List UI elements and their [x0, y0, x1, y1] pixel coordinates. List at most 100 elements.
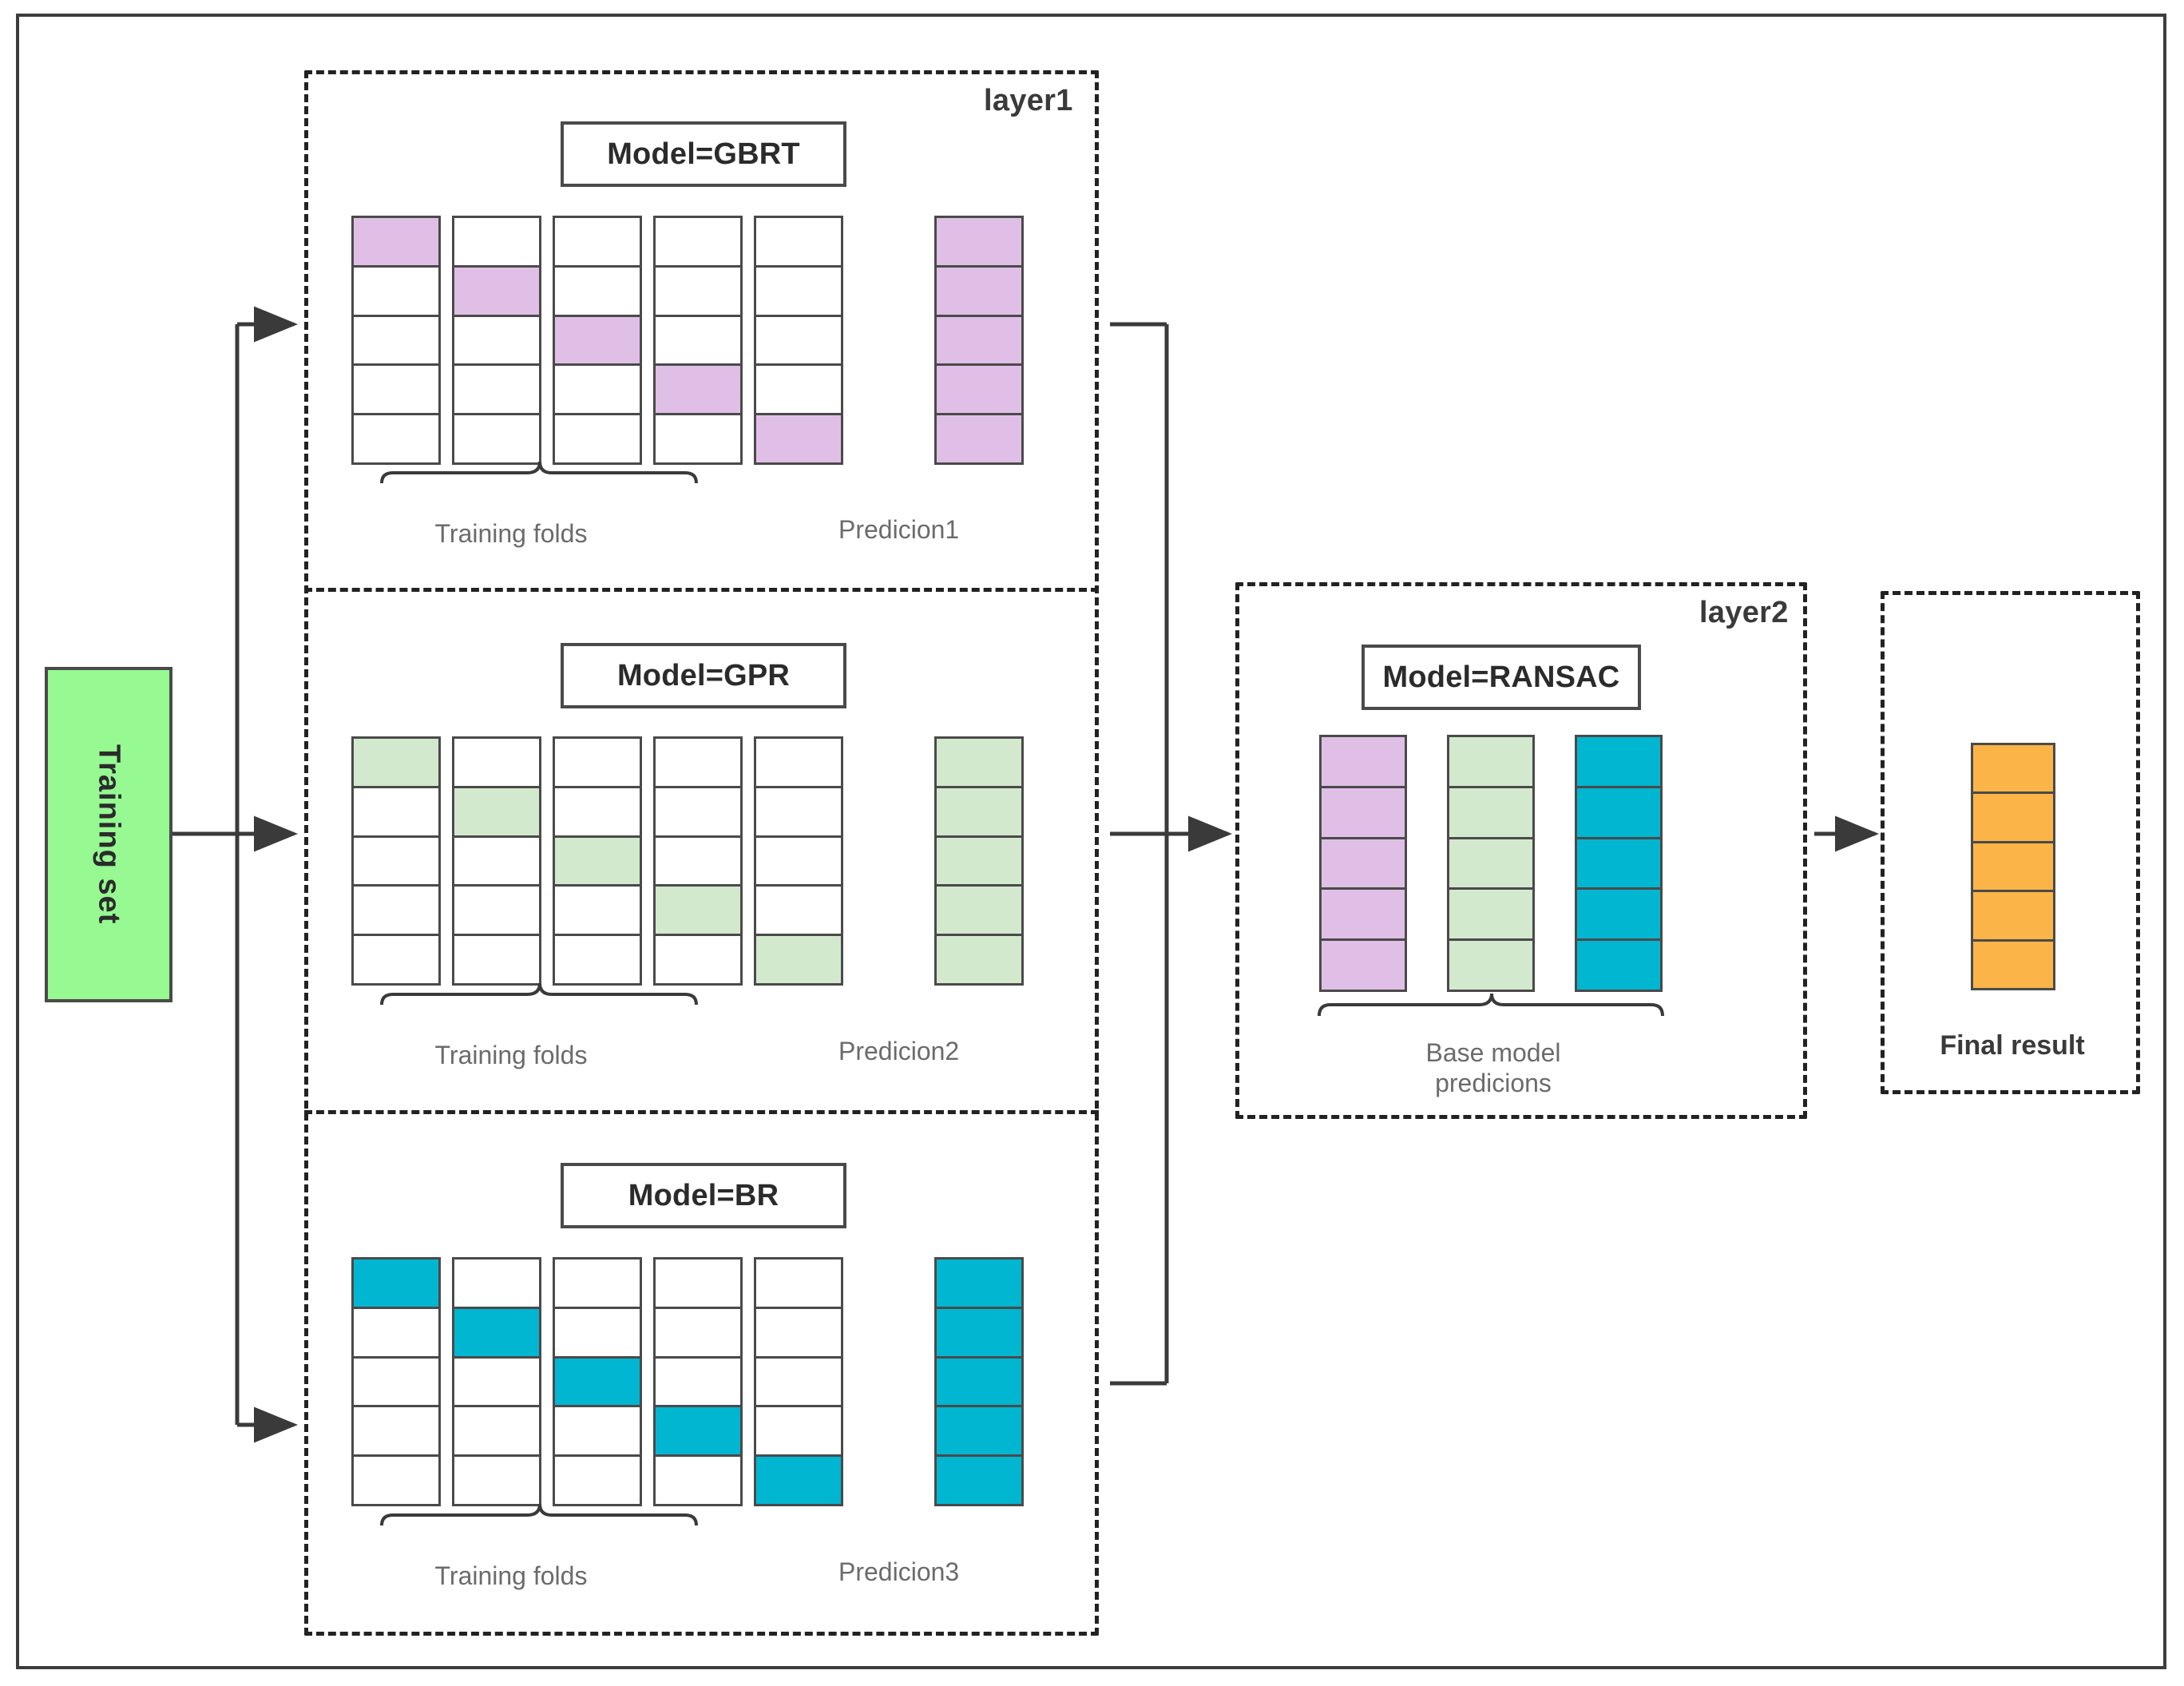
cell — [1575, 785, 1663, 839]
cell — [754, 1306, 843, 1359]
folds-caption-br: Training folds — [434, 1561, 588, 1590]
cell — [653, 1405, 743, 1458]
fold-column — [754, 1257, 843, 1506]
prediction-caption-gbrt: Predicion1 — [838, 515, 960, 544]
cell — [653, 1454, 743, 1506]
cell — [351, 736, 441, 788]
cell — [1447, 735, 1535, 788]
cell — [934, 314, 1024, 367]
cell — [553, 934, 642, 986]
cell — [553, 1355, 642, 1408]
fold-column — [653, 1257, 743, 1506]
cell — [452, 363, 541, 416]
cell — [754, 934, 843, 986]
cell — [553, 884, 642, 937]
base-prediction-column — [1575, 735, 1663, 992]
folds-caption-gpr: Training folds — [434, 1041, 588, 1069]
cell — [351, 363, 441, 416]
cell — [934, 835, 1024, 887]
prediction-column — [934, 1257, 1024, 1506]
cell — [553, 363, 642, 416]
cell — [351, 785, 441, 838]
outer-frame — [16, 14, 2166, 1669]
fold-column — [452, 1257, 541, 1506]
cell — [754, 1257, 843, 1309]
cell — [653, 314, 743, 367]
fold-column — [553, 216, 642, 465]
cell — [452, 934, 541, 986]
fold-column — [452, 736, 541, 986]
prediction-caption-gpr: Predicion2 — [838, 1037, 960, 1065]
cell — [934, 884, 1024, 937]
cell — [553, 264, 642, 317]
cell — [653, 264, 743, 317]
cell — [934, 785, 1024, 838]
cell — [653, 1306, 743, 1359]
cell — [452, 1306, 541, 1359]
cell — [452, 884, 541, 937]
cell — [452, 1405, 541, 1458]
cell — [553, 1405, 642, 1458]
cell — [754, 1355, 843, 1408]
model-box-ransac: Model=RANSAC — [1362, 645, 1641, 710]
cell — [452, 413, 541, 465]
cell — [1971, 840, 2055, 893]
cell — [934, 1355, 1024, 1408]
cell — [754, 835, 843, 887]
layer2-label: layer2 — [1699, 596, 1789, 629]
fold-column — [351, 1257, 441, 1506]
cell — [1971, 791, 2055, 843]
cell — [754, 363, 843, 416]
cell — [351, 1257, 441, 1309]
cell — [754, 216, 843, 268]
cell — [452, 736, 541, 788]
cell — [351, 264, 441, 317]
cell — [1971, 890, 2055, 942]
cell — [653, 736, 743, 788]
cell — [653, 1355, 743, 1408]
cell — [351, 1454, 441, 1506]
layer1-divider-2 — [304, 1110, 1099, 1114]
cell — [452, 216, 541, 268]
cell — [1447, 836, 1535, 891]
base-prediction-column — [1447, 735, 1535, 992]
cell — [1575, 836, 1663, 891]
cell — [553, 216, 642, 268]
layer1-label: layer1 — [984, 84, 1073, 117]
cell — [653, 835, 743, 887]
cell — [934, 736, 1024, 788]
cell — [351, 314, 441, 367]
cell — [351, 884, 441, 937]
cell — [1319, 785, 1407, 839]
cell — [934, 264, 1024, 317]
cell — [754, 1405, 843, 1458]
cell — [934, 1306, 1024, 1359]
cell — [351, 1355, 441, 1408]
cell — [553, 1257, 642, 1309]
cell — [351, 1405, 441, 1458]
cell — [553, 835, 642, 887]
layer1-container — [304, 70, 1099, 1636]
cell — [1575, 735, 1663, 788]
cell — [553, 1454, 642, 1506]
final-result-container — [1881, 591, 2140, 1094]
cell — [452, 1454, 541, 1506]
fold-column — [754, 216, 843, 465]
training-set-box: Training set — [45, 667, 172, 1002]
fold-column — [553, 736, 642, 986]
cell — [452, 1355, 541, 1408]
fold-column — [351, 216, 441, 465]
fold-column — [452, 216, 541, 465]
cell — [653, 363, 743, 416]
cell — [754, 785, 843, 838]
layer1-divider-1 — [304, 588, 1099, 592]
cell — [1447, 785, 1535, 839]
prediction-column — [934, 736, 1024, 986]
fold-column — [754, 736, 843, 986]
cell — [452, 1257, 541, 1309]
cell — [1971, 743, 2055, 795]
cell — [653, 884, 743, 937]
cell — [452, 785, 541, 838]
prediction-caption-br: Predicion3 — [838, 1557, 960, 1586]
cell — [351, 1306, 441, 1359]
